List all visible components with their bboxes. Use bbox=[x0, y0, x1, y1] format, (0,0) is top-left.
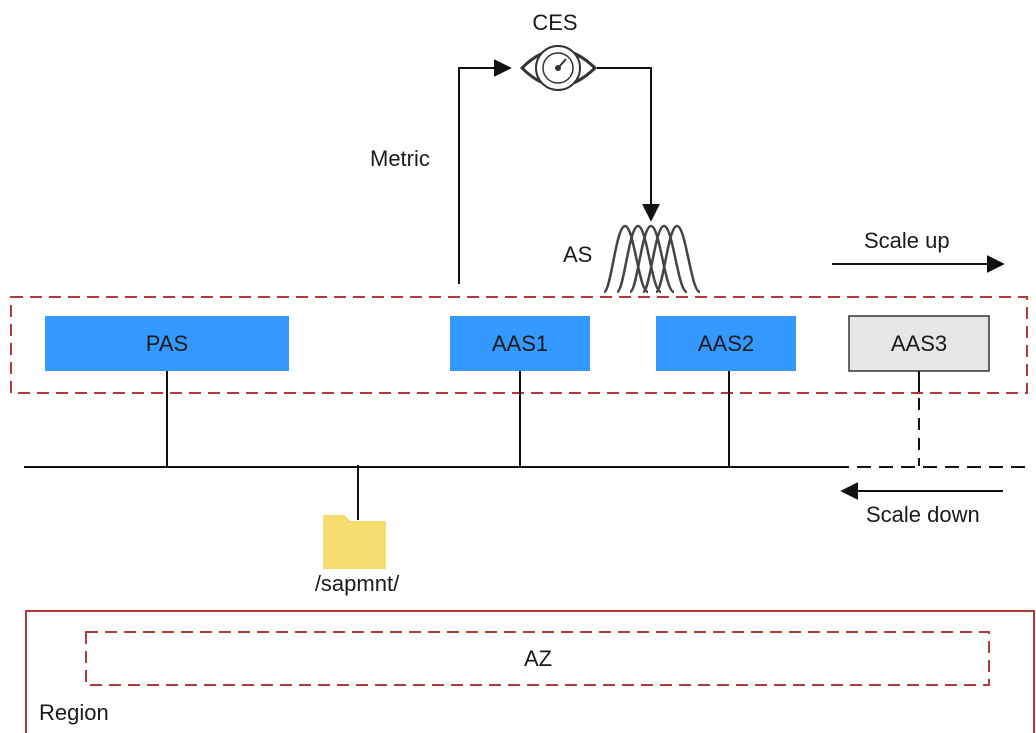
sapmnt-folder-icon bbox=[323, 515, 386, 569]
instance-aas1-label: AAS1 bbox=[492, 331, 548, 356]
sapmnt-label: /sapmnt/ bbox=[315, 571, 400, 596]
instance-aas2: AAS2 bbox=[656, 316, 796, 371]
region-border bbox=[25, 610, 1035, 733]
region-label: Region bbox=[39, 700, 109, 725]
ces-to-as-arrow bbox=[597, 67, 660, 222]
instance-aas3: AAS3 bbox=[848, 315, 990, 372]
instance-pas: PAS bbox=[45, 316, 289, 371]
instance-aas2-label: AAS2 bbox=[698, 331, 754, 356]
az-border bbox=[85, 631, 990, 686]
instance-pas-label: PAS bbox=[146, 331, 188, 356]
instance-connectors bbox=[166, 371, 920, 520]
scale-up-label: Scale up bbox=[864, 228, 950, 253]
metric-label: Metric bbox=[370, 146, 430, 171]
as-label: AS bbox=[563, 242, 592, 267]
auto-scaling-wave-icon bbox=[602, 224, 701, 294]
az-label: AZ bbox=[524, 646, 552, 671]
ces-label: CES bbox=[532, 10, 577, 35]
instance-aas3-label: AAS3 bbox=[891, 331, 947, 356]
scale-down-label: Scale down bbox=[866, 502, 980, 527]
metric-arrow bbox=[458, 59, 512, 284]
instance-aas1: AAS1 bbox=[450, 316, 590, 371]
ces-eye-gauge-icon bbox=[519, 45, 598, 91]
